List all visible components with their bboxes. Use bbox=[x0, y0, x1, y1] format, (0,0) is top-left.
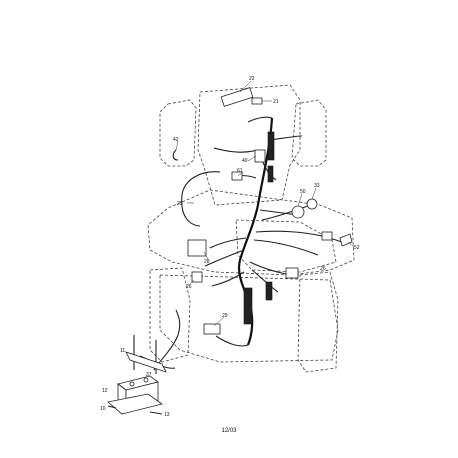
frame-outline bbox=[147, 189, 355, 276]
callout-26: 26 bbox=[186, 284, 192, 290]
leader-28 bbox=[203, 251, 209, 260]
harness-sleeve-mid bbox=[267, 165, 274, 183]
leader-40 bbox=[247, 155, 257, 162]
right-front-wheel-outline bbox=[291, 99, 327, 167]
harness-sleeve-upper bbox=[267, 131, 275, 161]
callout-11: 11 bbox=[120, 348, 125, 354]
harness-branch-rear-right2 bbox=[251, 269, 279, 293]
fuse-holder-26 bbox=[191, 271, 203, 283]
callout-10: 10 bbox=[100, 406, 106, 412]
battery-cable-positive bbox=[153, 309, 181, 371]
leader-lines bbox=[175, 80, 355, 327]
headlight-part bbox=[220, 87, 254, 107]
right-rear-wheel-outline bbox=[297, 271, 339, 373]
callout-42: 42 bbox=[173, 137, 179, 143]
battery-tray bbox=[107, 393, 163, 415]
callout-52: 52 bbox=[354, 245, 360, 251]
leader-29 bbox=[213, 316, 225, 327]
bolt-13 bbox=[149, 411, 163, 415]
callout-29: 29 bbox=[222, 313, 228, 319]
harness-branch-right2 bbox=[253, 239, 319, 256]
page-code: 12/03 bbox=[221, 428, 237, 434]
harness-branch-33 bbox=[261, 205, 309, 221]
harness-branch-rear-left bbox=[211, 271, 245, 287]
callout-61: 61 bbox=[237, 168, 243, 174]
connector-61 bbox=[231, 171, 243, 181]
callout-50: 50 bbox=[300, 189, 306, 195]
left-rear-wheel-outline bbox=[149, 267, 191, 363]
harness-branch-headlight bbox=[247, 116, 273, 123]
battery-bracket bbox=[125, 351, 167, 373]
callout-28: 28 bbox=[204, 259, 210, 265]
wire-42 bbox=[172, 149, 179, 161]
leader-50 bbox=[297, 193, 303, 207]
leader-26 bbox=[189, 279, 195, 285]
harness-branch-left bbox=[209, 237, 247, 249]
ignition-switch-50 bbox=[291, 205, 305, 219]
clip-52 bbox=[339, 233, 353, 247]
ammeter-part bbox=[254, 149, 266, 163]
connector-21 bbox=[251, 97, 263, 105]
module-28 bbox=[187, 239, 207, 257]
leader-52 bbox=[347, 241, 355, 248]
seat-switch-29 bbox=[203, 323, 221, 335]
harness-sleeve-right bbox=[265, 281, 273, 301]
tractor-outline bbox=[147, 84, 355, 373]
part-33 bbox=[306, 198, 318, 210]
callout-37: 37 bbox=[146, 372, 152, 378]
callout-25: 25 bbox=[177, 201, 183, 207]
components bbox=[187, 87, 353, 335]
callout-13: 13 bbox=[164, 412, 170, 418]
leader-33 bbox=[311, 187, 317, 200]
callout-26-right: 26 bbox=[320, 266, 326, 272]
callout-labels: 22 21 42 40 61 33 50 25 52 28 26 26 29 1… bbox=[100, 76, 360, 418]
leader-61 bbox=[237, 171, 244, 177]
harness-branch-left2 bbox=[204, 249, 245, 267]
callout-21: 21 bbox=[273, 99, 279, 105]
hood-outline bbox=[197, 84, 301, 206]
callout-22: 22 bbox=[249, 76, 255, 82]
battery-assembly bbox=[107, 309, 181, 415]
leader-42 bbox=[175, 140, 179, 151]
harness-branch-seat bbox=[215, 335, 249, 347]
bolt-10 bbox=[107, 405, 117, 409]
callout-12: 12 bbox=[102, 388, 108, 394]
switch-rear-right bbox=[285, 267, 299, 279]
harness-branch-front-left bbox=[213, 147, 259, 153]
callout-40: 40 bbox=[242, 158, 248, 164]
battery-terminal-negative bbox=[143, 377, 149, 383]
harness-branch-rear-right bbox=[249, 261, 287, 275]
plug-right bbox=[321, 231, 333, 241]
callout-33: 33 bbox=[314, 183, 320, 189]
left-front-wheel-outline bbox=[159, 99, 197, 167]
leader-22 bbox=[239, 80, 252, 93]
seat-deck-outline bbox=[159, 274, 339, 363]
battery-terminal-positive bbox=[129, 381, 135, 387]
harness-sleeve-lower bbox=[243, 287, 253, 325]
wire-25-loop bbox=[181, 171, 221, 227]
harness-branch-front-right bbox=[269, 135, 303, 141]
